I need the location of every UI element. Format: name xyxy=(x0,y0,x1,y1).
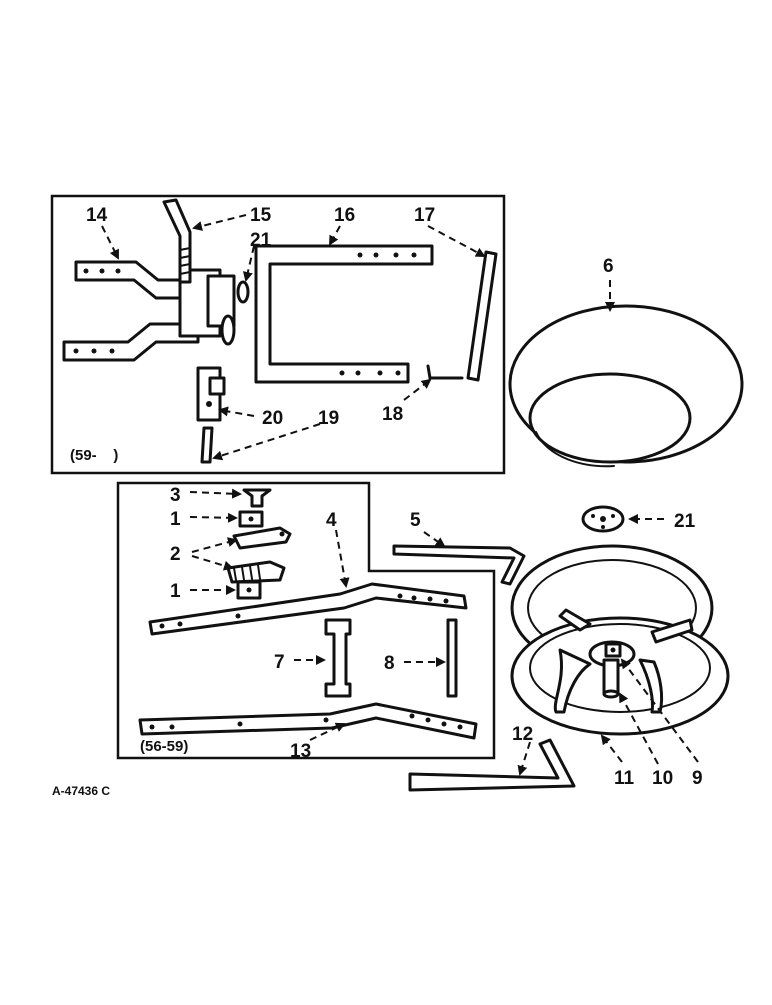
callout-9: 9 xyxy=(692,768,703,789)
callout-10: 10 xyxy=(652,768,673,789)
part-9-hub-nut xyxy=(604,642,622,658)
callout-19: 19 xyxy=(318,408,339,429)
part-19-pin xyxy=(200,426,214,464)
part-18-l-pin xyxy=(426,364,464,380)
callout-16: 16 xyxy=(334,205,355,226)
part-7-bracket xyxy=(324,618,352,698)
callout-8: 8 xyxy=(384,653,395,674)
part-15-handle-bolt xyxy=(162,198,192,284)
callout-21-right: 21 xyxy=(674,511,696,532)
part-8-rod xyxy=(446,618,458,698)
leader-lines xyxy=(101,214,699,776)
part-6-tire xyxy=(508,304,744,468)
part-1-clip-lower xyxy=(236,580,262,600)
callout-12: 12 xyxy=(512,724,533,745)
part-12-strap xyxy=(408,738,576,792)
callout-21-upper: 21 xyxy=(250,230,272,251)
callout-18: 18 xyxy=(382,404,403,425)
callout-5: 5 xyxy=(410,510,421,531)
part-21-hub-plate xyxy=(581,505,625,533)
part-14-fork-bracket xyxy=(62,260,236,362)
callout-7: 7 xyxy=(274,652,285,673)
callout-11: 11 xyxy=(614,768,635,789)
reference-number: A-47436 C xyxy=(52,784,110,798)
callout-3: 3 xyxy=(170,485,181,506)
callout-6: 6 xyxy=(603,256,614,277)
callout-15: 15 xyxy=(250,205,272,226)
part-16-u-frame xyxy=(254,244,434,384)
lower-group-box xyxy=(116,481,496,760)
part-3-wing-clip xyxy=(242,488,272,508)
callout-4: 4 xyxy=(326,510,337,531)
callout-14: 14 xyxy=(86,205,108,226)
callout-1-lower: 1 xyxy=(170,581,181,602)
group-label-lower: (56-59) xyxy=(140,738,188,755)
part-2-bracket-springs xyxy=(226,526,292,584)
callout-1-upper: 1 xyxy=(170,509,181,530)
part-13-side-rail xyxy=(138,702,478,740)
group-labels: (59- ) (56-59) xyxy=(70,447,188,755)
group-label-upper: (59- ) xyxy=(70,447,118,464)
callout-2: 2 xyxy=(170,544,181,565)
part-11-wheel xyxy=(510,544,730,736)
part-17-rod xyxy=(466,250,498,382)
part-21-plate-upper xyxy=(220,280,250,346)
callout-20: 20 xyxy=(262,408,283,429)
part-5-bent-bar xyxy=(392,544,526,586)
callout-17: 17 xyxy=(414,205,435,226)
callout-labels: 14 15 16 17 21 6 18 19 20 3 1 21 4 5 2 1… xyxy=(86,205,703,789)
part-1-clip-upper xyxy=(238,510,264,528)
upper-group-box xyxy=(50,194,506,475)
part-20-clevis xyxy=(196,366,226,422)
part-4-side-rail xyxy=(148,582,468,636)
callout-13: 13 xyxy=(290,741,311,762)
